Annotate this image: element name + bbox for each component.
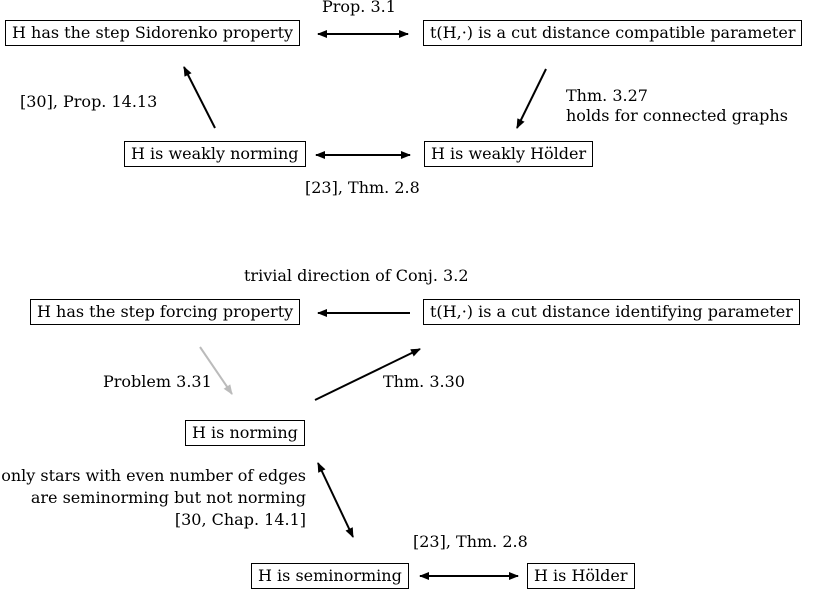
node-weakly-holder: H is weakly Hölder <box>424 141 594 167</box>
label-trivial-direction: trivial direction of Conj. 3.2 <box>244 266 469 285</box>
node-cut-compatible: t(H,·) is a cut distance compatible para… <box>423 20 803 46</box>
node-weakly-norming: H is weakly norming <box>124 141 306 167</box>
label-thm-3-30: Thm. 3.30 <box>383 372 465 391</box>
label-stars-ref: [30, Chap. 14.1] <box>174 510 306 529</box>
arrow-compatible-to-weaklyholder <box>516 68 547 129</box>
label-stars-line1: only stars with even number of edges <box>1 466 306 485</box>
arrow-norming-seminorming <box>317 462 354 538</box>
label-ref-30-prop: [30], Prop. 14.13 <box>20 92 158 111</box>
node-holder: H is Hölder <box>527 563 635 589</box>
node-step-forcing: H has the step forcing property <box>30 299 301 325</box>
label-thm-3-27-note: holds for connected graphs <box>566 106 788 125</box>
node-step-sidorenko: H has the step Sidorenko property <box>5 20 301 46</box>
node-seminorming: H is seminorming <box>251 563 409 589</box>
arrow-forcing-to-norming-open <box>199 346 233 395</box>
node-norming: H is norming <box>185 420 305 446</box>
label-stars-line2: are seminorming but not norming <box>30 488 306 507</box>
label-ref-23-thm-top: [23], Thm. 2.8 <box>305 178 420 197</box>
label-ref-23-thm-bottom: [23], Thm. 2.8 <box>413 532 528 551</box>
label-problem-3-31: Problem 3.31 <box>103 372 212 391</box>
label-thm-3-27: Thm. 3.27 <box>566 86 648 105</box>
arrow-norming-to-identifying <box>314 348 421 401</box>
arrow-weaklynorming-to-sidorenko <box>183 66 216 129</box>
label-prop-3-1: Prop. 3.1 <box>322 0 396 16</box>
node-cut-identifying: t(H,·) is a cut distance identifying par… <box>423 299 800 325</box>
